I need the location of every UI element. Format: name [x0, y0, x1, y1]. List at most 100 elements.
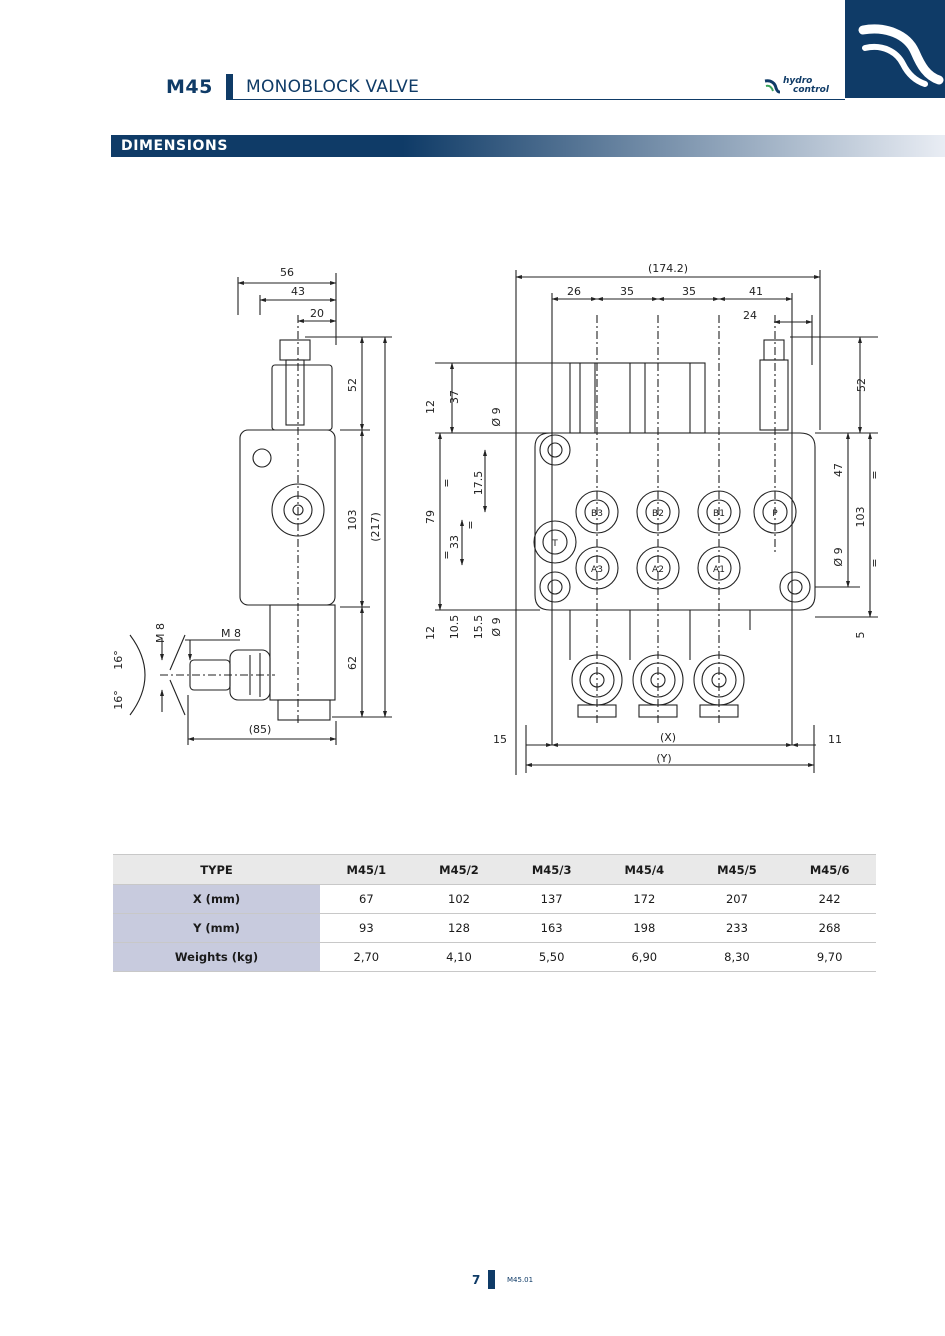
- dim-17-5: 17.5: [472, 471, 485, 496]
- dim-m8-a: M 8: [221, 627, 241, 640]
- dim-79: 79: [424, 510, 437, 524]
- header-col: M45/3: [505, 854, 598, 885]
- page-marker: [488, 1270, 495, 1289]
- dim-20: 20: [310, 307, 324, 320]
- dim-eq-e: =: [868, 558, 881, 567]
- table-row: X (mm) 67 102 137 172 207 242: [113, 884, 876, 914]
- dim-5: 5: [854, 632, 867, 639]
- page-number: 7: [472, 1273, 481, 1287]
- table-cell: 198: [597, 913, 691, 943]
- title-divider: [226, 74, 233, 100]
- dim-35-a: 35: [620, 285, 634, 298]
- wave-logo-icon: [858, 24, 944, 87]
- dim-41: 41: [749, 285, 763, 298]
- dim-26: 26: [567, 285, 581, 298]
- table-cell: 9,70: [783, 942, 876, 972]
- dim-y: (Y): [656, 752, 671, 765]
- table-cell: 93: [320, 913, 413, 943]
- header-col: M45/5: [690, 854, 784, 885]
- port-b3: B3: [591, 509, 603, 519]
- table-cell: 163: [505, 913, 598, 943]
- dim-217: (217): [369, 512, 382, 542]
- brand-line2: control: [793, 85, 829, 95]
- header-col: M45/4: [597, 854, 691, 885]
- hydro-swoosh-icon: [764, 79, 781, 94]
- side-view: [129, 315, 336, 725]
- table-cell: 268: [783, 913, 876, 943]
- dim-43: 43: [291, 285, 305, 298]
- dim-62: 62: [346, 656, 359, 670]
- brand-line1: hydro: [783, 76, 813, 86]
- port-t: T: [551, 539, 558, 549]
- table-cell: 2,70: [320, 942, 413, 972]
- dim-11: 11: [828, 733, 842, 746]
- table-cell: 172: [597, 884, 691, 914]
- dim-12-top: 12: [424, 400, 437, 414]
- header-col: M45/2: [412, 854, 506, 885]
- dimension-drawing: 56 43 20 52 103 (217) 62 (85) M 8 M 8 16…: [112, 262, 881, 775]
- dim-dia9-bottom: Ø 9: [490, 617, 503, 636]
- header-rule: [226, 99, 845, 100]
- dim-x: (X): [660, 731, 676, 744]
- dim-12-bottom: 12: [424, 626, 437, 640]
- dim-dia9-right: Ø 9: [832, 547, 845, 566]
- port-b2: B2: [652, 509, 664, 519]
- table-row: Weights (kg) 2,70 4,10 5,50 6,90 8,30 9,…: [113, 942, 876, 972]
- table-cell: 207: [690, 884, 784, 914]
- dim-174-2: (174.2): [648, 262, 688, 275]
- dim-33: 33: [448, 535, 461, 549]
- port-a1: A1: [713, 565, 725, 575]
- section-title: DIMENSIONS: [121, 138, 229, 154]
- dim-eq-d: =: [868, 470, 881, 479]
- dim-eq-c: =: [464, 520, 477, 529]
- dim-52-side: 52: [346, 378, 359, 392]
- dim-15-5: 15.5: [472, 615, 485, 640]
- dim-37: 37: [448, 390, 461, 404]
- dim-103-side: 103: [346, 510, 359, 531]
- front-view: [533, 315, 816, 725]
- row-label: Weights (kg): [113, 942, 320, 972]
- header-type: TYPE: [113, 854, 320, 885]
- header-col: M45/1: [320, 854, 413, 885]
- dim-52-front: 52: [855, 378, 868, 392]
- table-cell: 242: [783, 884, 876, 914]
- dim-angle-top: 16°: [112, 650, 125, 670]
- dim-35-b: 35: [682, 285, 696, 298]
- table-cell: 128: [412, 913, 506, 943]
- dim-m8-b: M 8: [154, 623, 167, 643]
- dim-85: (85): [249, 723, 272, 736]
- table-cell: 4,10: [412, 942, 506, 972]
- section-header: DIMENSIONS: [111, 135, 945, 157]
- table-row: Y (mm) 93 128 163 198 233 268: [113, 913, 876, 943]
- port-b1: B1: [713, 509, 725, 519]
- table-header-row: TYPE M45/1 M45/2 M45/3 M45/4 M45/5 M45/6: [113, 854, 876, 885]
- dim-eq-b: =: [440, 550, 453, 559]
- dim-103-front: 103: [854, 507, 867, 528]
- dim-eq-a: =: [440, 478, 453, 487]
- spec-table: TYPE M45/1 M45/2 M45/3 M45/4 M45/5 M45/6…: [113, 854, 876, 972]
- dim-24: 24: [743, 309, 757, 322]
- table-cell: 233: [690, 913, 784, 943]
- port-p: P: [772, 509, 778, 519]
- hydrocontrol-logo: hydro control: [763, 77, 843, 97]
- table-cell: 8,30: [690, 942, 784, 972]
- table-cell: 137: [505, 884, 598, 914]
- dim-15: 15: [493, 733, 507, 746]
- port-a2: A2: [652, 565, 664, 575]
- dim-angle-bottom: 16°: [112, 690, 125, 710]
- header-col: M45/6: [783, 854, 876, 885]
- doc-code: M45.01: [507, 1276, 534, 1284]
- model-code: M45: [166, 76, 213, 98]
- table-cell: 67: [320, 884, 413, 914]
- table-cell: 5,50: [505, 942, 598, 972]
- page-title: MONOBLOCK VALVE: [246, 77, 420, 97]
- dim-10-5: 10.5: [448, 615, 461, 640]
- table-cell: 6,90: [597, 942, 691, 972]
- dim-dia9-top: Ø 9: [490, 407, 503, 426]
- port-a3: A3: [591, 565, 603, 575]
- brand-text: hydro control: [783, 77, 829, 95]
- table-cell: 102: [412, 884, 506, 914]
- dim-47: 47: [832, 463, 845, 477]
- row-label: X (mm): [113, 884, 320, 914]
- dim-56: 56: [280, 266, 294, 279]
